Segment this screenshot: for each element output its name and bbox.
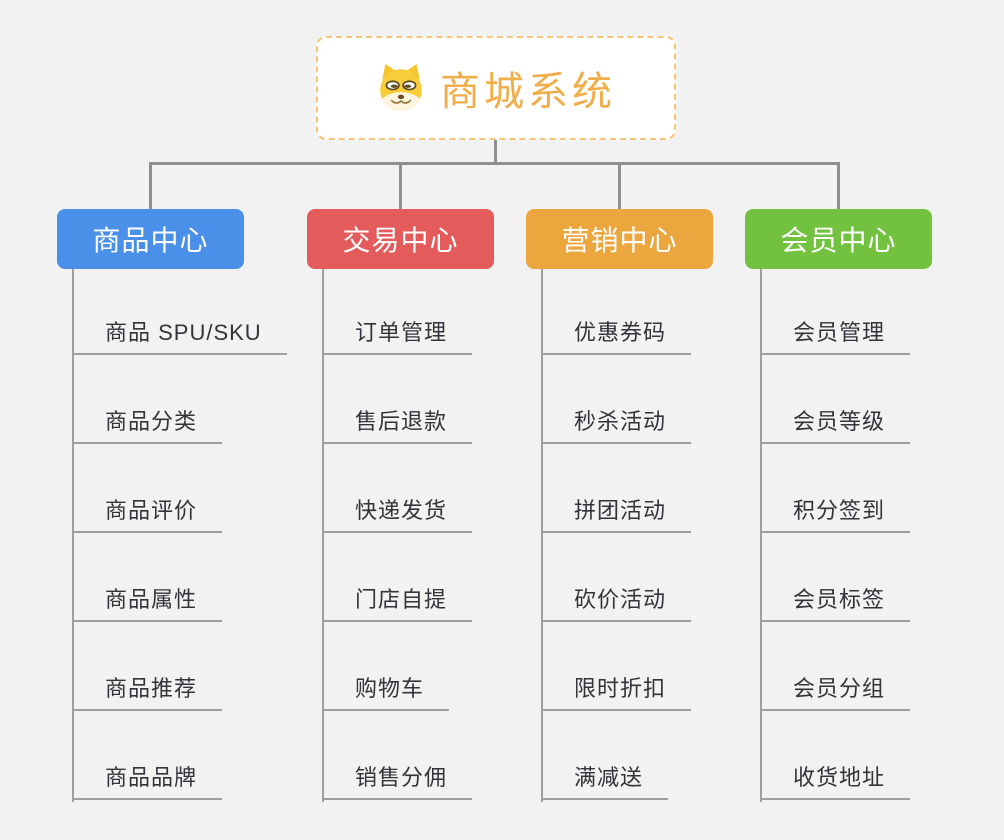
mindmap-node-item[interactable]: 售后退款 [322,396,473,444]
mindmap-node-item[interactable]: 门店自提 [322,574,473,622]
mindmap-node-item[interactable]: 优惠券码 [541,307,692,355]
connector-root-vertical [494,140,497,162]
mindmap-node-item[interactable]: 满减送 [541,752,669,800]
mindmap-node-item[interactable]: 商品推荐 [72,663,223,711]
mindmap-node-item[interactable]: 快递发货 [322,485,473,533]
mindmap-node-item[interactable]: 砍价活动 [541,574,692,622]
branch-trunk-line [760,269,762,802]
mindmap-node-item[interactable]: 会员标签 [760,574,911,622]
mindmap-node-item[interactable]: 商品评价 [72,485,223,533]
connector-horizontal [149,162,840,165]
mindmap-node-item[interactable]: 商品品牌 [72,752,223,800]
mindmap-node-item[interactable]: 收货地址 [760,752,911,800]
mindmap-node-item[interactable]: 积分签到 [760,485,911,533]
mindmap-node-item[interactable]: 商品 SPU/SKU [72,307,287,355]
branch-column: 商品中心商品 SPU/SKU 商品分类商品评价商品属性商品推荐商品品牌 [57,209,287,804]
branch-trunk-line [541,269,543,802]
branch-trunk-line [72,269,74,802]
branch-column: 营销中心优惠券码秒杀活动拼团活动砍价活动限时折扣满减送 [526,209,713,804]
mindmap-node-item[interactable]: 商品分类 [72,396,223,444]
mindmap-node-item[interactable]: 订单管理 [322,307,473,355]
branch-node-2[interactable]: 交易中心 [307,209,494,269]
connector-branch-stub [837,162,840,209]
mindmap-node-item[interactable]: 会员管理 [760,307,911,355]
root-node[interactable]: 商城系统 [316,36,676,140]
connector-branch-stub [149,162,152,209]
mindmap-node-item[interactable]: 销售分佣 [322,752,473,800]
mindmap-node-item[interactable]: 会员等级 [760,396,911,444]
mindmap-node-item[interactable]: 拼团活动 [541,485,692,533]
mindmap-node-item[interactable]: 秒杀活动 [541,396,692,444]
branch-column: 会员中心会员管理会员等级积分签到会员标签会员分组收货地址 [745,209,932,804]
branch-column: 交易中心订单管理售后退款快递发货门店自提购物车销售分佣 [307,209,494,804]
connector-branch-stub [618,162,621,209]
mindmap-node-item[interactable]: 会员分组 [760,663,911,711]
branch-node-1[interactable]: 商品中心 [57,209,244,269]
branch-node-4[interactable]: 会员中心 [745,209,932,269]
mindmap-node-item[interactable]: 购物车 [322,663,450,711]
mindmap-node-item[interactable]: 限时折扣 [541,663,692,711]
branch-trunk-line [322,269,324,802]
dog-face-icon [380,64,422,111]
root-title: 商城系统 [440,70,616,114]
connector-branch-stub [399,162,402,209]
branch-node-3[interactable]: 营销中心 [526,209,713,269]
mindmap-node-item[interactable]: 商品属性 [72,574,223,622]
